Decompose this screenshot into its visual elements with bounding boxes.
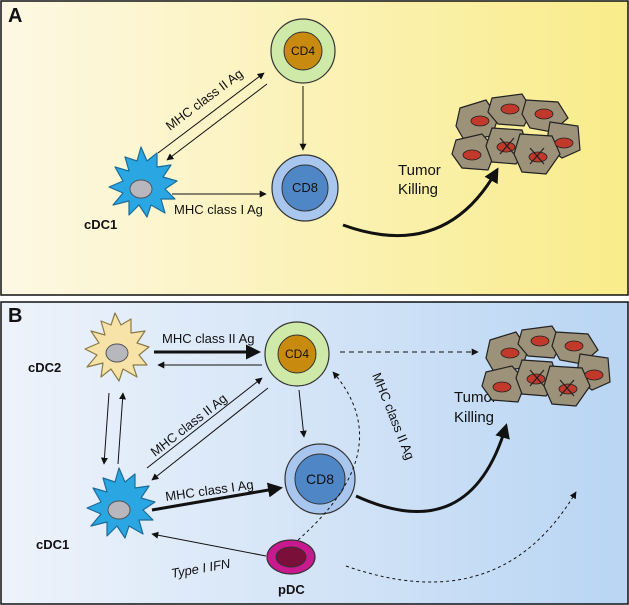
panel-b-letter: B	[8, 305, 22, 327]
cdc1-label-a: cDC1	[84, 217, 117, 232]
arrow-cd8-to-tumor-a	[342, 167, 499, 238]
cd8-cell-a: CD8	[271, 154, 339, 222]
pdc-label-b: pDC	[278, 582, 305, 597]
cd4-label-a: CD4	[291, 44, 315, 58]
tumor-cluster-a	[451, 93, 581, 175]
arrow-cdc1-to-cd4-b	[146, 377, 263, 469]
tumor-killing-line2-b: Killing	[454, 409, 494, 426]
cdc1-label-b: cDC1	[36, 537, 69, 552]
arrow-cd4-to-cdc1-a	[166, 83, 268, 161]
mhc-i-label-a: MHC class I Ag	[174, 202, 263, 217]
arrow-cdc1-to-cdc2-b	[117, 392, 127, 465]
arrow-pdc-to-cd4-b	[297, 371, 361, 541]
panel-a: A CD4 CD8 cDC1 MHC class II Ag MHC class…	[0, 0, 629, 296]
arrow-cd4-to-cd8-b	[298, 389, 307, 438]
cdc1-cell-b	[86, 467, 156, 539]
arrow-pdc-to-cdc1-b	[151, 531, 267, 557]
cdc2-label-b: cDC2	[28, 360, 61, 375]
arrow-pdc-to-tumor-b	[345, 491, 577, 583]
arrow-cd8-to-tumor-b	[355, 423, 510, 513]
tumor-cluster-b	[481, 325, 611, 407]
cd8-label-a: CD8	[292, 180, 318, 195]
cd4-label-b: CD4	[285, 347, 309, 361]
arrow-cdc1-to-cd8-b	[151, 482, 283, 512]
panel-a-letter: A	[8, 5, 22, 27]
arrow-cdc2-to-cdc1-b	[100, 392, 110, 465]
mhc-ii-top-label-b: MHC class II Ag	[162, 331, 254, 346]
tumor-killing-line2-a: Killing	[398, 181, 438, 198]
cd8-cell-b: CD8	[284, 443, 356, 515]
arrow-cdc1-to-cd4-a	[157, 72, 265, 154]
cd4-cell-a: CD4	[270, 18, 336, 84]
arrow-cd4-to-cdc1-b	[151, 387, 269, 481]
tumor-killing-line1-a: Tumor	[398, 162, 441, 179]
cd8-label-b: CD8	[306, 471, 334, 487]
tumor-killing-line1-b: Tumor	[454, 389, 497, 406]
cdc2-cell-b	[84, 312, 150, 382]
cd4-cell-b: CD4	[264, 321, 330, 387]
cdc1-cell-a	[108, 146, 178, 218]
panel-b: B cDC2 cDC1 CD4 CD8 pDC	[0, 301, 629, 605]
pdc-cell-b	[266, 539, 316, 575]
